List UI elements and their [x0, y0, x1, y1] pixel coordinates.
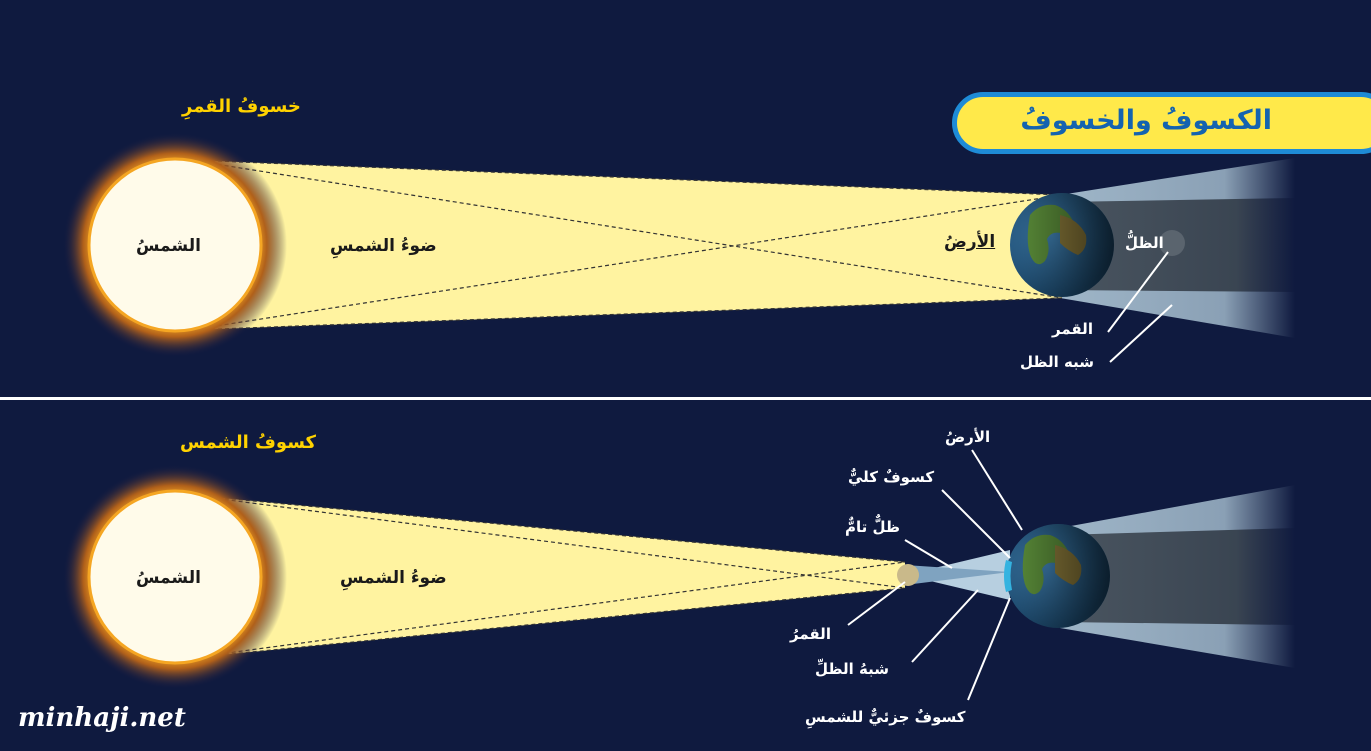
solar-eclipse-diagram	[63, 449, 1295, 701]
solar-partial-eclipse-label: كسوفٌ جزئيٌّ للشمسِ	[805, 708, 966, 726]
solar-eclipse-panel: كسوفُ الشمس الشمسُ ضوءُ الشمسِ الأرضُ كس…	[0, 400, 1371, 751]
lunar-sunlight-label: ضوءُ الشمسِ	[330, 236, 437, 256]
earth-umbra-cone	[1060, 528, 1295, 625]
panel-divider	[0, 397, 1371, 400]
solar-earth-label: الأرضُ	[945, 428, 991, 446]
lunar-penumbra-label: شبه الظل	[1020, 353, 1094, 371]
solar-eclipse-title: كسوفُ الشمس	[180, 432, 317, 453]
solar-sun-label: الشمسُ	[136, 568, 201, 588]
title-banner: الكسوفُ والخسوفُ	[952, 92, 1371, 154]
sunlight-beam-solar	[190, 495, 905, 658]
lunar-sun-label: الشمسُ	[136, 236, 201, 256]
lunar-moon-label: القمر	[1052, 320, 1093, 338]
earth-solar	[1004, 524, 1110, 628]
watermark: minhaji.net	[18, 703, 186, 733]
lunar-earth-label: الأرضُ	[944, 232, 996, 252]
lunar-eclipse-diagram	[63, 133, 1295, 363]
moon	[1159, 230, 1185, 256]
banner-title: الكسوفُ والخسوفُ	[1020, 105, 1272, 136]
sunlight-beam	[190, 160, 1062, 330]
solar-penumbra-label: شبهُ الظلِّ	[815, 660, 889, 678]
lunar-eclipse-title: خسوفُ القمرِ	[182, 96, 301, 117]
solar-moon-label: القمرُ	[790, 625, 831, 643]
solar-sunlight-label: ضوءُ الشمسِ	[340, 568, 447, 588]
lunar-umbra-label: الظلُّ	[1125, 234, 1164, 252]
moon-umbra-cone	[905, 565, 1010, 585]
moon-solar	[897, 564, 919, 586]
solar-umbra-label: ظلٌّ تامٌّ	[845, 518, 900, 536]
solar-total-eclipse-label: كسوفٌ كليٌّ	[848, 468, 935, 486]
earth	[1010, 193, 1114, 297]
lunar-eclipse-panel: خسوفُ القمرِ الشمسُ ضوءُ الشمسِ الأرضُ ا…	[0, 0, 1371, 397]
